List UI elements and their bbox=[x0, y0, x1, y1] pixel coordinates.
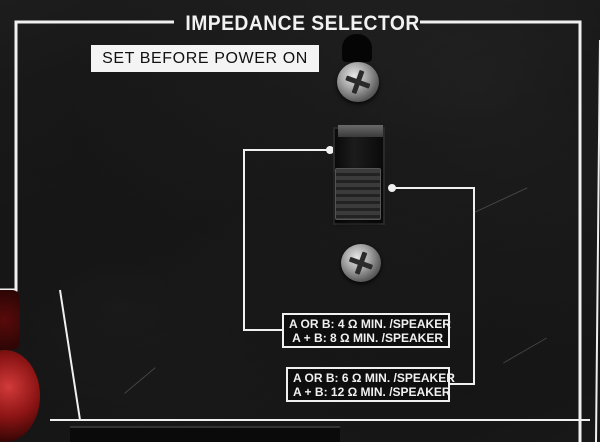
frame-line-edge bbox=[595, 39, 600, 442]
impedance-slide-switch[interactable] bbox=[335, 168, 381, 220]
leader-dot-a bbox=[326, 146, 334, 154]
frame-line-right bbox=[420, 20, 582, 442]
setting-label-a: A OR B: 4 Ω MIN. /SPEAKER A + B: 8 Ω MIN… bbox=[282, 313, 451, 348]
setting-b-line1: A OR B: 6 Ω MIN. /SPEAKER bbox=[293, 371, 455, 385]
setting-b-line2: A + B: 12 Ω MIN. /SPEAKER bbox=[293, 385, 451, 399]
frame-line-diag bbox=[59, 289, 81, 421]
leader-line-b bbox=[392, 187, 475, 385]
setting-label-b: A OR B: 6 Ω MIN. /SPEAKER A + B: 12 Ω MI… bbox=[286, 367, 455, 402]
leader-dot-b bbox=[388, 184, 396, 192]
panel-title: IMPEDANCE SELECTOR bbox=[185, 12, 420, 35]
bottom-panel-edge bbox=[70, 426, 340, 442]
speaker-terminal-housing bbox=[0, 290, 20, 350]
warning-label: SET BEFORE POWER ON bbox=[91, 45, 319, 72]
leader-line-a bbox=[243, 149, 330, 331]
setting-a-line1: A OR B: 4 Ω MIN. /SPEAKER bbox=[289, 317, 451, 331]
screw-icon-top bbox=[337, 62, 379, 102]
setting-a-line2: A + B: 8 Ω MIN. /SPEAKER bbox=[292, 331, 443, 345]
switch-housing-top bbox=[338, 125, 383, 137]
screw-icon-bottom bbox=[341, 244, 381, 282]
mounting-slot bbox=[342, 34, 372, 62]
